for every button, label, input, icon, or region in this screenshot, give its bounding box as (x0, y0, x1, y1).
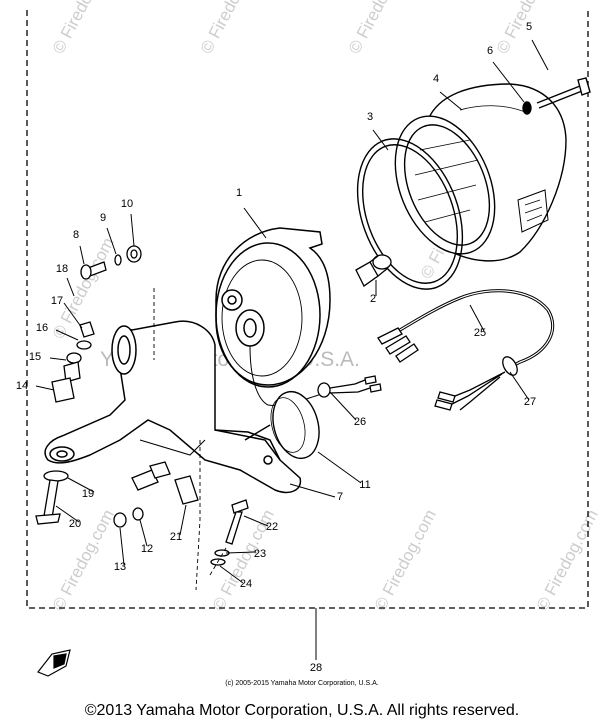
callout-22: 22 (266, 521, 278, 533)
watermark-tile: © Firedog.com (345, 0, 414, 57)
callout-2: 2 (370, 293, 376, 305)
callout-8: 8 (73, 229, 79, 241)
callout-27: 27 (524, 396, 536, 408)
watermark-tile: © Firedog.com (197, 0, 266, 57)
callout-26: 26 (354, 416, 366, 428)
callout-21: 21 (170, 531, 182, 543)
wire-harness (317, 289, 555, 411)
watermark-tile: © Firedog.com (371, 506, 440, 614)
headlight-housing (394, 83, 567, 262)
callout-6: 6 (487, 45, 493, 57)
callout-9: 9 (100, 212, 106, 224)
bottom-bolt (35, 470, 69, 525)
callout-23: 23 (254, 548, 266, 560)
callout-11: 11 (359, 479, 370, 491)
left-hardware (51, 245, 142, 403)
reflector-plate (244, 390, 320, 460)
right-bolt-washers (210, 499, 249, 566)
callout-4: 4 (433, 73, 439, 85)
assembly-guide-lines (153, 288, 227, 591)
callout-17: 17 (51, 295, 63, 307)
callout-1: 1 (236, 187, 242, 199)
watermark-tile: © Firedog.com (533, 506, 602, 614)
callout-12: 12 (141, 543, 153, 555)
callout-18: 18 (56, 263, 68, 275)
front-arrow-icon (37, 649, 71, 677)
watermark-tile: © Firedog.com (49, 506, 118, 614)
callout-labels: 1234567891011121314151617181920212223242… (16, 21, 536, 674)
callout-28: 28 (310, 662, 322, 674)
callout-15: 15 (29, 351, 41, 363)
callout-14: 14 (16, 380, 28, 392)
callout-10: 10 (121, 198, 133, 210)
callout-24: 24 (240, 578, 252, 590)
watermark-tile: © Firedog.com (49, 0, 118, 57)
callout-25: 25 (474, 327, 486, 339)
callout-20: 20 (69, 518, 81, 530)
copyright-footer: ©2013 Yamaha Motor Corporation, U.S.A. A… (84, 702, 520, 719)
bottom-nuts-clamp (113, 461, 199, 528)
callout-5: 5 (526, 21, 532, 33)
headlight-unit (215, 227, 331, 406)
screw-and-washer (522, 77, 591, 115)
callout-3: 3 (367, 111, 373, 123)
callout-13: 13 (114, 561, 126, 573)
small-credit-line: (c) 2005-2015 Yamaha Motor Corporation, … (225, 680, 378, 687)
callout-19: 19 (82, 488, 94, 500)
callout-7: 7 (337, 491, 343, 503)
headlight-bracket (44, 320, 302, 494)
leader-lines (35, 39, 549, 660)
callout-16: 16 (36, 322, 48, 334)
bulb (355, 254, 392, 287)
